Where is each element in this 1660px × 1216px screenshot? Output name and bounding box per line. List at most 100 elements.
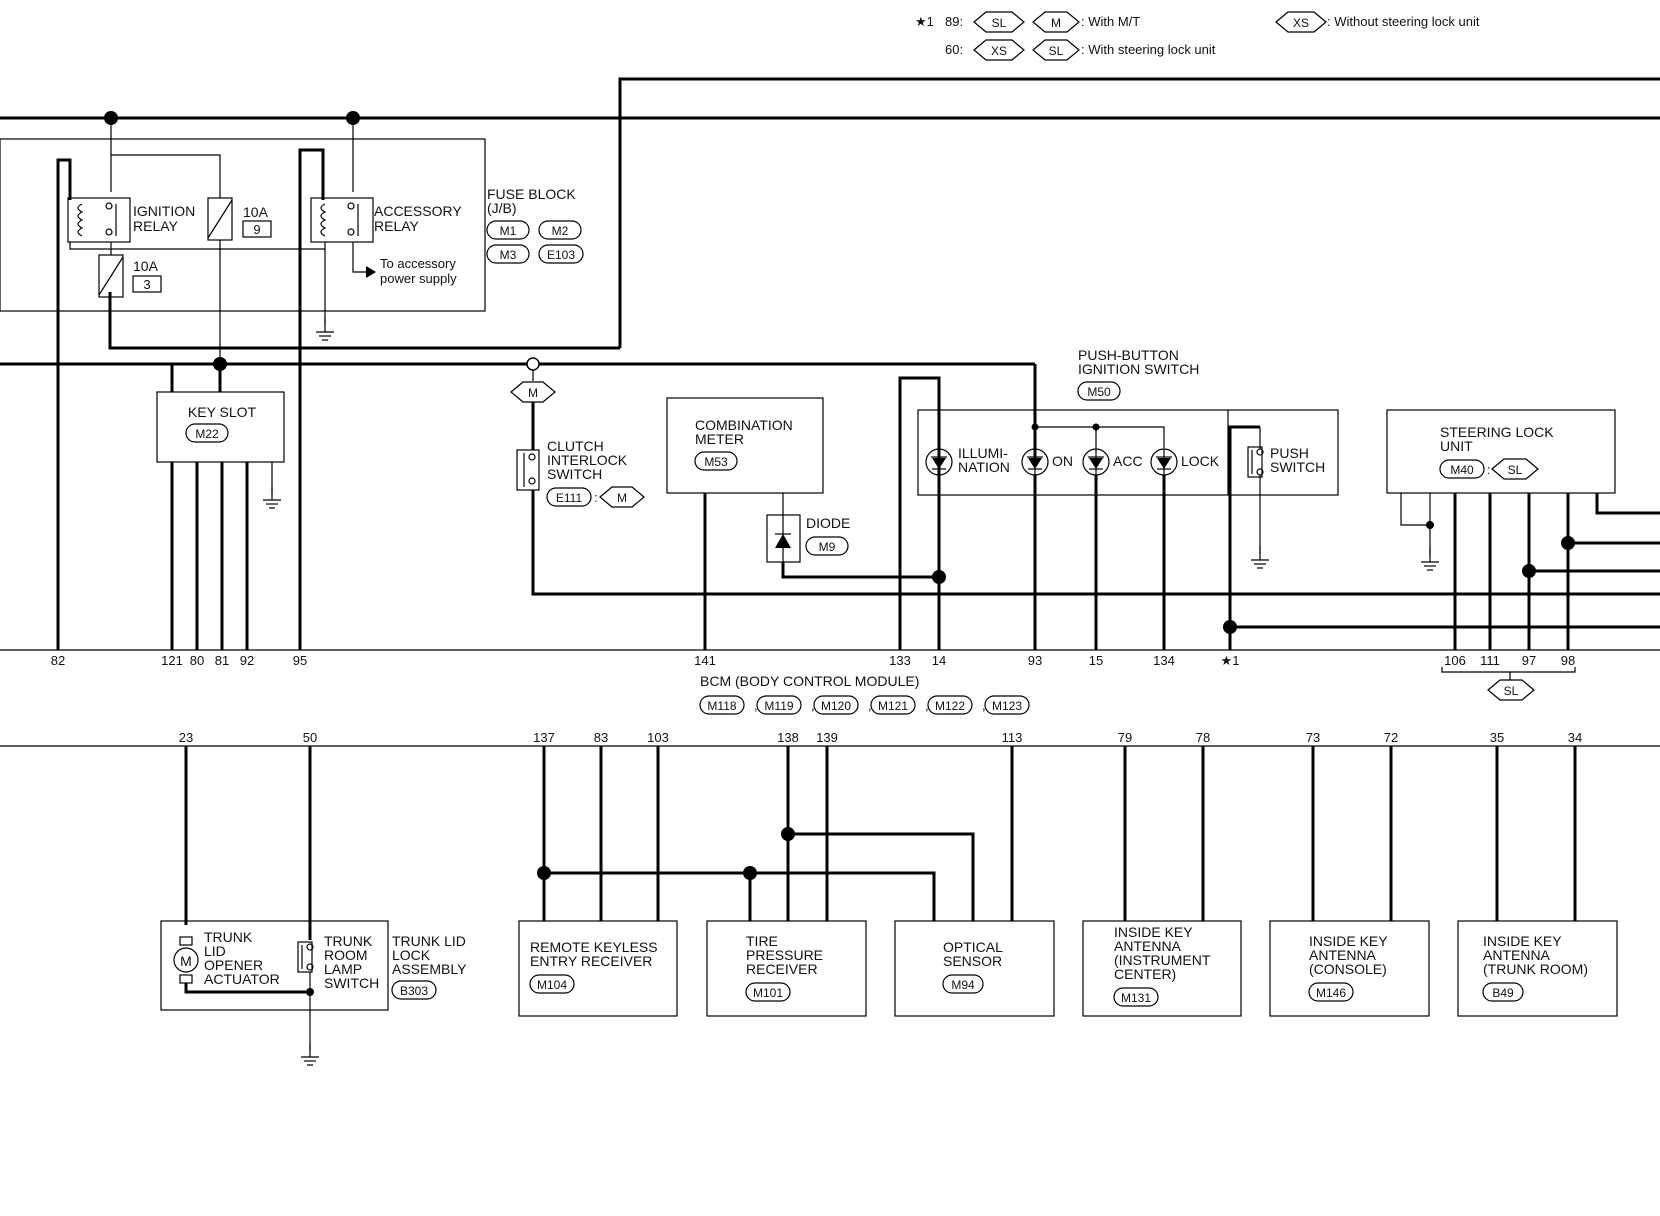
pin: 95: [293, 653, 307, 668]
module-antenna-trunk: INSIDE KEY ANTENNA (TRUNK ROOM) B49: [1457, 920, 1618, 1017]
steering-lock-unit: STEERING LOCK UNIT M40 : SL: [1386, 409, 1660, 650]
indicator-on: ON: [1052, 453, 1073, 469]
svg-text:SL: SL: [1049, 44, 1064, 58]
svg-text:M: M: [1051, 16, 1061, 30]
clutch-label-2: INTERLOCK: [547, 452, 628, 468]
pin: 50: [303, 730, 317, 745]
key-slot-connector: M22: [195, 427, 219, 441]
module-connector: M94: [951, 978, 975, 992]
legend-without-sl: : Without steering lock unit: [1327, 14, 1480, 29]
push-button-title-1: PUSH-BUTTON: [1078, 347, 1179, 363]
bcm-title: BCM (BODY CONTROL MODULE): [700, 673, 919, 689]
clutch-interlock-switch: M CLUTCH INTERLOCK SWITCH E111 : M: [510, 357, 1660, 596]
pin: 83: [594, 730, 608, 745]
legend-with-sl: : With steering lock unit: [1081, 42, 1216, 57]
legend-with-mt: : With M/T: [1081, 14, 1140, 29]
svg-text:,: ,: [925, 698, 929, 713]
accessory-note-2: power supply: [380, 271, 457, 286]
module-optical-sensor: OPTICAL SENSOR M94: [894, 920, 1055, 1017]
module-remote-keyless: REMOTE KEYLESS ENTRY RECEIVER M104: [518, 920, 678, 1017]
key-slot: KEY SLOT M22: [156, 357, 285, 650]
clutch-label-3: SWITCH: [547, 466, 602, 482]
fuse-block-subtitle: (J/B): [487, 200, 517, 216]
bcm-connector: M118: [707, 699, 736, 713]
svg-text:M: M: [617, 491, 627, 505]
module-connector: M131: [1121, 991, 1151, 1005]
indicator-illumination-2: NATION: [958, 459, 1010, 475]
svg-text:,: ,: [754, 698, 758, 713]
pin: 23: [179, 730, 193, 745]
pin: 73: [1306, 730, 1320, 745]
assembly-label-1: TRUNK LID: [392, 933, 466, 949]
ignition-relay-label-1: IGNITION: [133, 203, 195, 219]
module-label: CENTER): [1114, 966, 1176, 982]
module-antenna-instrument: INSIDE KEY ANTENNA (INSTRUMENT CENTER) M…: [1082, 920, 1242, 1017]
indicator-illumination-1: ILLUMI-: [958, 445, 1008, 461]
module-tire-pressure: TIRE PRESSURE RECEIVER M101: [706, 920, 867, 1017]
fuse-block-title: FUSE BLOCK: [487, 186, 576, 202]
diode-connector: M9: [819, 540, 836, 554]
ignition-relay-label-2: RELAY: [133, 218, 179, 234]
pin: 138: [777, 730, 799, 745]
pin: 35: [1490, 730, 1504, 745]
pin: 106: [1444, 653, 1466, 668]
legend-tag-sl-1: SL: [973, 11, 1025, 33]
module-connector: M104: [537, 978, 567, 992]
assembly-label-2: LOCK: [392, 947, 431, 963]
clutch-label-1: CLUTCH: [547, 438, 604, 454]
legend-tag-m: M: [1032, 11, 1080, 33]
accessory-relay: [310, 197, 374, 243]
pin: 79: [1118, 730, 1132, 745]
pin: 92: [240, 653, 254, 668]
module-label: RECEIVER: [746, 961, 818, 977]
wire-95: [298, 148, 325, 620]
combination-meter: COMBINATION METER M53: [666, 397, 824, 650]
module-connector: B49: [1492, 986, 1514, 1000]
svg-text:,: ,: [982, 698, 986, 713]
pin: 139: [816, 730, 838, 745]
pin: 134: [1153, 653, 1175, 668]
accessory-relay-label-2: RELAY: [374, 218, 420, 234]
pin: 103: [647, 730, 669, 745]
module-label: (INSTRUMENT: [1114, 952, 1211, 968]
svg-text:XS: XS: [991, 44, 1007, 58]
pin: 80: [190, 653, 204, 668]
pin: 82: [51, 653, 65, 668]
steering-lock-variant-tag: SL: [1491, 458, 1539, 480]
legend-row1-prefix: 89:: [945, 14, 963, 29]
combination-meter-label-2: METER: [695, 431, 744, 447]
wire-82: [56, 158, 72, 620]
steering-lock-title-1: STEERING LOCK: [1440, 424, 1554, 440]
pin: 98: [1561, 653, 1575, 668]
bcm-connector: M123: [992, 699, 1022, 713]
pin: 137: [533, 730, 555, 745]
accessory-relay-label-1: ACCESSORY: [374, 203, 462, 219]
module-label: PRESSURE: [746, 947, 823, 963]
lamp-switch-label-2: ROOM: [324, 947, 368, 963]
module-label: INSIDE KEY: [1114, 924, 1193, 940]
fuse-9-rating: 10A: [243, 204, 269, 220]
clutch-connector: E111: [556, 491, 583, 505]
module-antenna-console: INSIDE KEY ANTENNA (CONSOLE) M146: [1269, 920, 1430, 1017]
motor-symbol: M: [180, 953, 192, 969]
lamp-switch-label-4: SWITCH: [324, 975, 379, 991]
actuator-label-3: OPENER: [204, 957, 263, 973]
svg-text:M: M: [528, 386, 538, 400]
fuse-block: IGNITION RELAY 10A 9 10A 3 ACCESSORY REL…: [0, 118, 584, 620]
combination-meter-connector: M53: [704, 455, 728, 469]
push-switch-label-2: SWITCH: [1270, 459, 1325, 475]
pin: 78: [1196, 730, 1210, 745]
module-label: REMOTE KEYLESS: [530, 939, 658, 955]
pin: 113: [1002, 730, 1023, 745]
pin: ★1: [1221, 653, 1240, 668]
assembly-label-3: ASSEMBLY: [392, 961, 467, 977]
junction-variant-tag: M: [510, 381, 556, 403]
pin: 14: [932, 653, 946, 668]
legend-tag-xs-1: XS: [1275, 11, 1327, 33]
bcm-pins-variant-tag: SL: [1487, 679, 1535, 701]
pin: 81: [215, 653, 229, 668]
module-label: TIRE: [746, 933, 778, 949]
ignition-relay: [67, 197, 131, 243]
svg-text:SL: SL: [1504, 684, 1519, 698]
